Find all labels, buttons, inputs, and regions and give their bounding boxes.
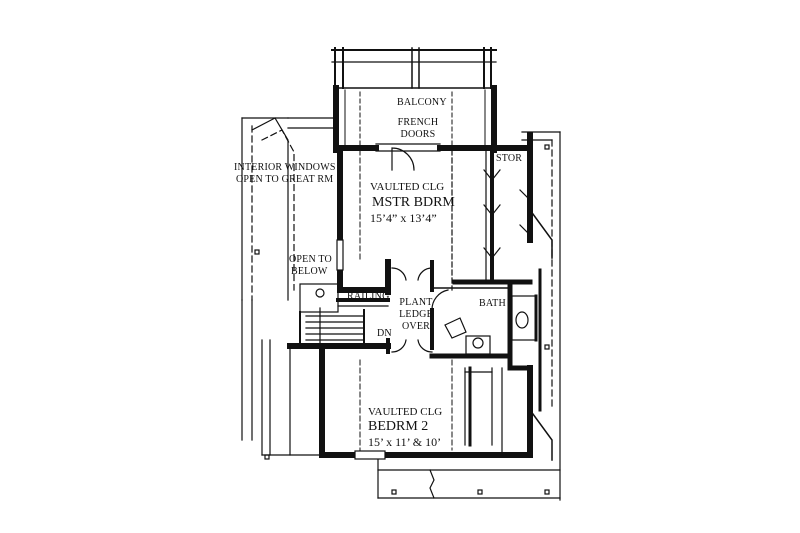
- stor-label: STOR: [496, 153, 523, 164]
- right-outline: [521, 131, 561, 501]
- closets: [483, 148, 529, 284]
- interior-windows-label-2: OPEN TO GREAT RM: [236, 174, 334, 185]
- bath-label: BATH: [479, 298, 506, 309]
- bedroom2-walls: [287, 343, 533, 460]
- railing-label: RAILING: [347, 291, 390, 302]
- balcony-label: BALCONY: [397, 97, 447, 108]
- master-bedroom-name: MSTR BDRM: [372, 195, 455, 210]
- plant-ledge-label-1: PLANT: [399, 297, 433, 308]
- stairs: [299, 283, 390, 346]
- master-vaulted-label: VAULTED CLG: [370, 181, 445, 193]
- plant-ledge-label-2: LEDGE: [399, 309, 433, 320]
- balcony-railing: [331, 47, 497, 89]
- bedroom2-vaulted-label: VAULTED CLG: [368, 406, 443, 418]
- plant-ledge-label-3: OVER: [401, 321, 431, 332]
- bath-walls: [429, 279, 538, 371]
- french-doors-label-1: FRENCH: [397, 117, 439, 128]
- bedroom2-size: 15’ x 11’ & 10’: [368, 435, 442, 449]
- open-to-below-label-1: OPEN TO: [289, 254, 332, 265]
- french-doors-label-2: DOORS: [400, 129, 436, 140]
- interior-windows-label-1: INTERIOR WINDOWS: [234, 162, 336, 173]
- lower-deck: [377, 459, 561, 499]
- open-to-below-label-2: BELOW: [291, 266, 328, 277]
- master-bedroom-size: 15’4” x 13’4”: [370, 211, 437, 225]
- left-outline: [241, 117, 337, 460]
- master-bedroom-walls: [333, 132, 533, 295]
- stairs-down-label: DN: [377, 328, 392, 339]
- balcony-walls: [333, 85, 497, 153]
- bedroom2-name: BEDRM 2: [368, 419, 429, 434]
